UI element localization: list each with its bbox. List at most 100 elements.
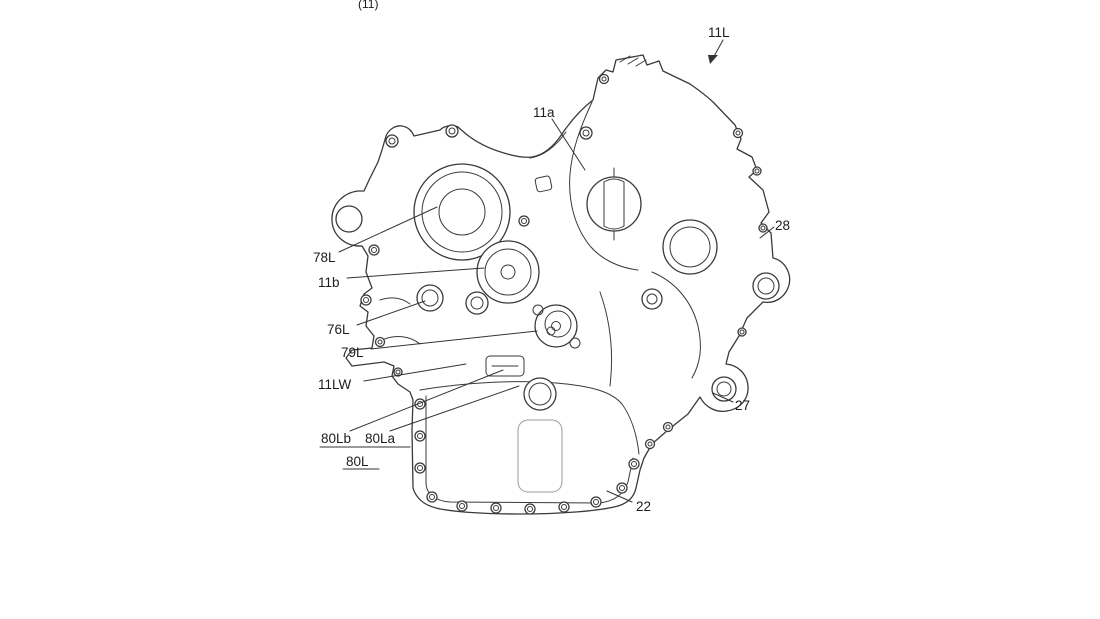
label-11b: 11b bbox=[318, 275, 340, 290]
main-bearing-seal-outer bbox=[413, 163, 511, 261]
leader-27 bbox=[712, 392, 734, 403]
leader-78L bbox=[338, 206, 438, 253]
left-rib-1 bbox=[379, 297, 411, 305]
bolt-hole bbox=[426, 491, 438, 503]
label-80La: 80La bbox=[365, 431, 396, 446]
bolt-hole bbox=[368, 244, 380, 256]
bore-hole-b bbox=[465, 291, 489, 315]
interior-contours bbox=[379, 55, 701, 504]
bolt-hole bbox=[456, 500, 468, 512]
label-partial-top: (11) bbox=[358, 0, 378, 11]
oil-pump-ear-bottom bbox=[569, 337, 581, 349]
small-boss bbox=[518, 215, 530, 227]
crankshaft-bore bbox=[586, 176, 642, 232]
bolt-hole bbox=[662, 421, 674, 433]
oil-pump-ear-top bbox=[532, 304, 544, 316]
oil-pump-body bbox=[534, 304, 578, 348]
bolt-hole bbox=[737, 327, 747, 337]
main-bearing-seal-ring bbox=[421, 171, 503, 253]
top-tab-hatch bbox=[619, 55, 647, 67]
upper-small-hole-inner bbox=[582, 129, 590, 137]
main-bearing-seal-inner bbox=[438, 188, 486, 236]
oil-pickup-outline bbox=[517, 419, 563, 493]
crankshaft-slot bbox=[603, 167, 625, 241]
label-28: 28 bbox=[775, 218, 790, 233]
oil-pump-lobe bbox=[546, 326, 556, 336]
right-bore-inner bbox=[669, 226, 711, 268]
bolt-hole bbox=[414, 430, 426, 442]
reference-labels: (11) 11L 11a 28 78L 11b 76L 79L 11LW 80L… bbox=[313, 0, 790, 514]
bolt-hole bbox=[558, 501, 570, 513]
leader-76L bbox=[356, 300, 426, 326]
right-bore-outer bbox=[662, 219, 718, 275]
leader-80La bbox=[389, 385, 520, 432]
label-27: 27 bbox=[735, 398, 750, 413]
label-11L: 11L bbox=[708, 25, 730, 40]
bolt-holes bbox=[360, 73, 768, 515]
mid-right-hole bbox=[641, 288, 663, 310]
bolt-hole bbox=[490, 502, 502, 514]
mid-right-hole-inner bbox=[646, 293, 658, 305]
bolt-hole bbox=[590, 496, 602, 508]
bolt-hole bbox=[374, 336, 386, 348]
right-lobe-bore-inner bbox=[757, 277, 775, 295]
cover-outer-outline bbox=[331, 54, 791, 515]
small-boss-inner bbox=[521, 218, 527, 224]
leader-22 bbox=[606, 490, 633, 503]
bolt-hole bbox=[360, 294, 372, 306]
bolt-hole bbox=[393, 367, 403, 377]
idler-gear-hub bbox=[500, 264, 516, 280]
label-80L: 80L bbox=[346, 454, 369, 469]
label-78L: 78L bbox=[313, 250, 336, 265]
lower-lobe-bore-inner bbox=[716, 381, 732, 397]
small-square-port bbox=[534, 175, 553, 193]
bolt-hole bbox=[385, 134, 399, 148]
label-79L: 79L bbox=[341, 345, 364, 360]
label-22: 22 bbox=[636, 499, 651, 514]
bolt-hole bbox=[414, 462, 426, 474]
leader-80Lb bbox=[349, 369, 504, 432]
leader-11b bbox=[346, 267, 485, 279]
bolt-hole bbox=[616, 482, 628, 494]
left-lobe-bore bbox=[335, 205, 363, 233]
upper-small-hole bbox=[579, 126, 593, 140]
bore-hole-b-inner bbox=[470, 296, 484, 310]
left-rib-2 bbox=[381, 336, 421, 345]
label-76L: 76L bbox=[327, 322, 350, 337]
crank-to-lobe-contour bbox=[651, 271, 701, 379]
idler-gear-ring bbox=[484, 248, 532, 296]
leader-11LW bbox=[363, 363, 467, 382]
oil-pump-shaft bbox=[551, 321, 561, 331]
bolt-hole bbox=[644, 438, 656, 450]
label-11LW: 11LW bbox=[318, 377, 352, 392]
lower-lobe-bore bbox=[711, 376, 737, 402]
leader-lines bbox=[319, 39, 775, 503]
bolt-hole bbox=[732, 127, 744, 139]
bolt-hole bbox=[524, 503, 536, 515]
lower-bore-inner bbox=[528, 382, 552, 406]
right-lobe-bore bbox=[752, 272, 780, 300]
pan-interior-top bbox=[419, 381, 640, 455]
bores-and-seals bbox=[335, 126, 780, 411]
engine-cover-silhouette bbox=[331, 54, 791, 515]
leader-79L bbox=[370, 330, 538, 350]
idler-gear-outer bbox=[476, 240, 540, 304]
bolt-hole bbox=[445, 124, 459, 138]
arrowhead-11L bbox=[708, 55, 718, 64]
bolt-hole bbox=[752, 166, 762, 176]
oil-pump-rotor bbox=[544, 310, 572, 338]
label-11a: 11a bbox=[533, 105, 555, 120]
bolt-hole bbox=[758, 223, 768, 233]
label-80Lb: 80Lb bbox=[321, 431, 351, 446]
bore-hole-a-inner bbox=[421, 289, 439, 307]
bolt-hole bbox=[598, 73, 610, 85]
top-inner-edge bbox=[529, 131, 567, 159]
relief-valve-block bbox=[485, 355, 525, 377]
bore-hole-a bbox=[416, 284, 444, 312]
pump-vertical-rib bbox=[599, 291, 612, 387]
leader-11a bbox=[551, 118, 586, 171]
bolt-hole bbox=[628, 458, 640, 470]
leader-28 bbox=[759, 226, 775, 239]
